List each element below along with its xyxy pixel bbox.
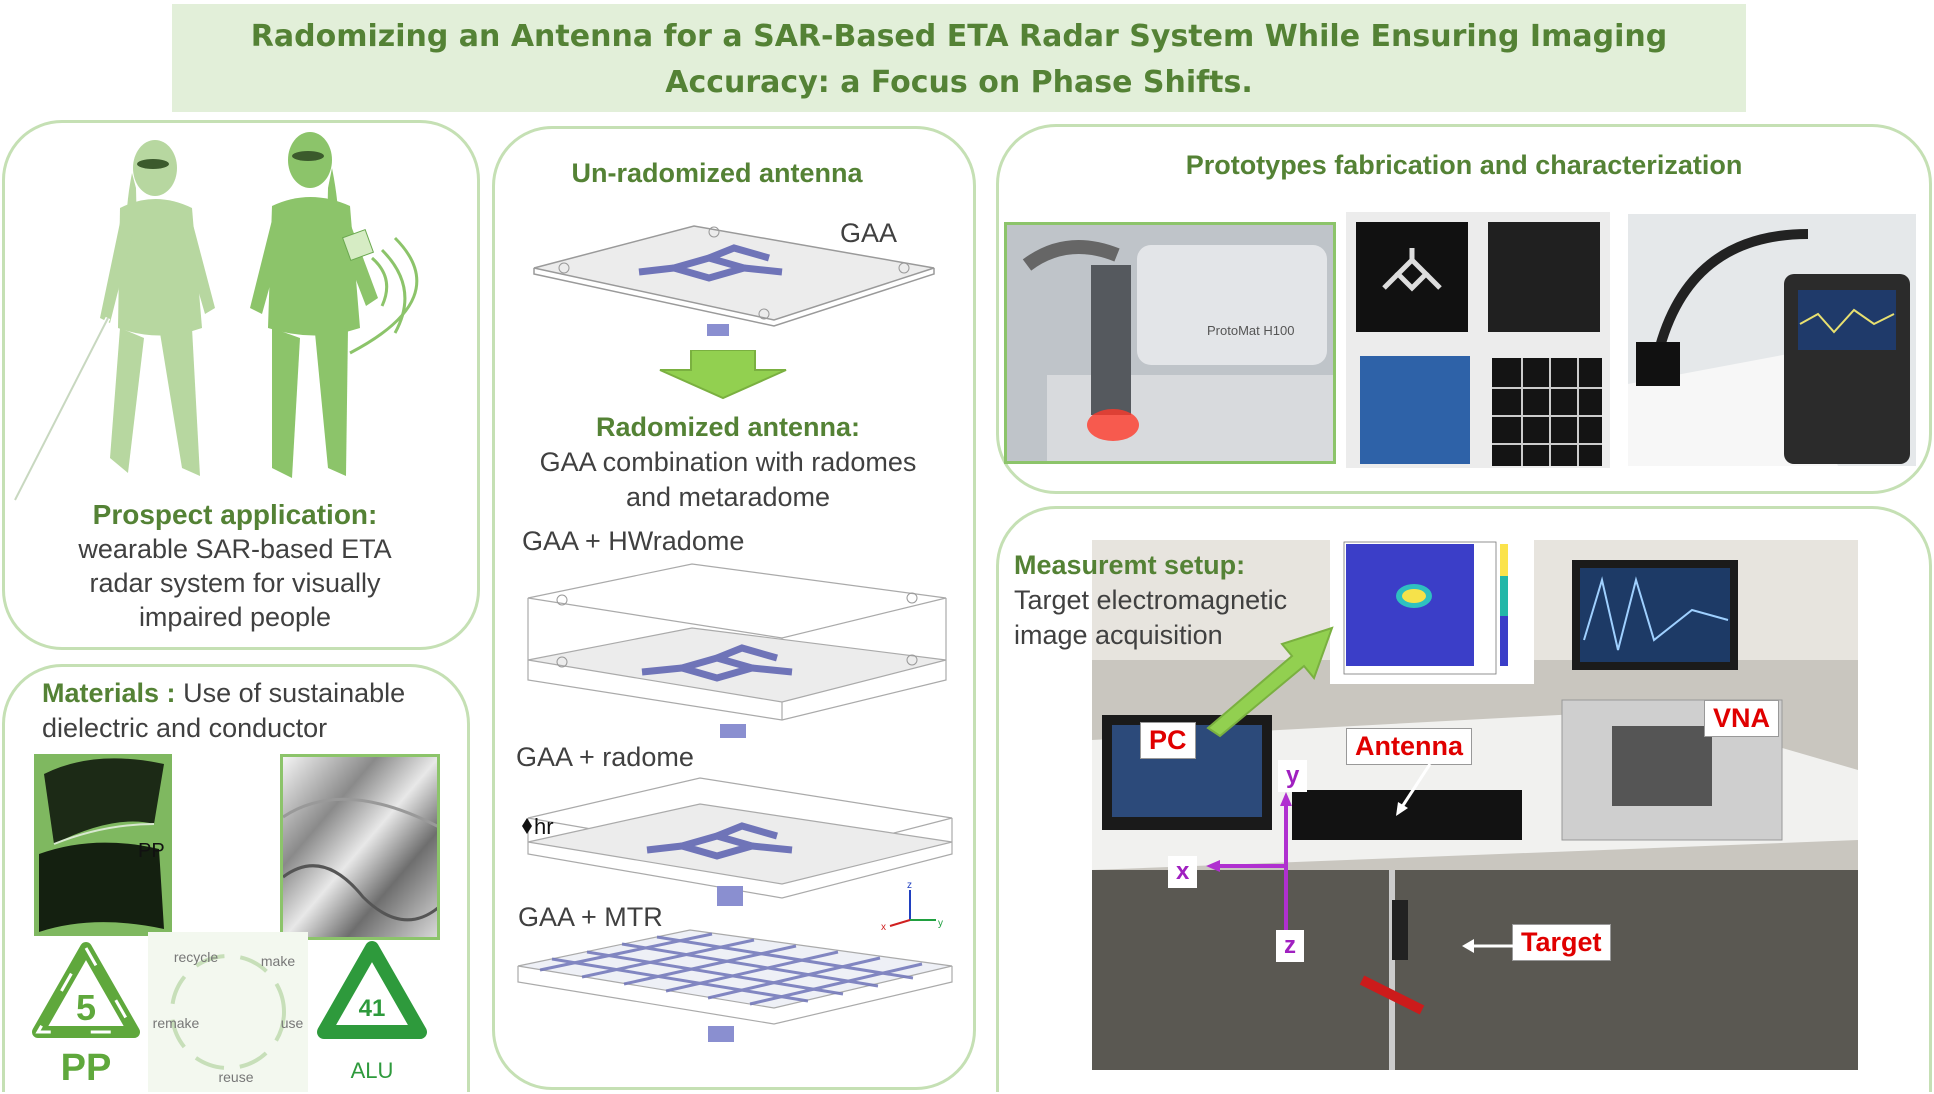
down-arrow xyxy=(659,350,787,400)
alu-symbol-number: 41 xyxy=(359,995,386,1022)
measurement-heading: Measuremt setup: xyxy=(1014,550,1246,580)
materials-line-2: dielectric and conductor xyxy=(42,713,328,743)
pp-symbol-label: PP xyxy=(61,1047,112,1089)
cycle-recycle: recycle xyxy=(174,949,219,965)
axis-z-box: z xyxy=(1276,930,1304,962)
gaa-antenna-diagram xyxy=(533,225,935,336)
materials-heading: Materials : xyxy=(42,678,176,708)
pp-photo-label: PP xyxy=(138,840,165,862)
pp-sheet-photo: PP xyxy=(34,754,172,936)
target-label: Target xyxy=(1512,924,1611,961)
hwradome-diagram xyxy=(527,563,947,738)
materials-text: Materials : Use of sustainable dielectri… xyxy=(42,676,462,746)
antenna-callout-arrow xyxy=(1396,763,1432,816)
mtr-diagram xyxy=(517,929,953,1042)
cycle-use: use xyxy=(281,1015,304,1031)
measurement-line-2: image acquisition xyxy=(1014,620,1223,650)
measurement-text: Measuremt setup: Target electromagnetic … xyxy=(1014,548,1344,653)
wearable-antenna-icon xyxy=(341,228,375,262)
pp-symbol-number: 5 xyxy=(76,987,96,1028)
aluminum-foil-photo xyxy=(280,754,440,940)
title-line-1: Radomizing an Antenna for a SAR-Based ET… xyxy=(250,19,1668,54)
materials-line-1: Use of sustainable xyxy=(175,678,406,708)
machine-brand: ProtoMat H100 xyxy=(1207,323,1294,338)
person-with-cane xyxy=(100,140,215,476)
axis-triad-icon: z y x xyxy=(881,880,943,932)
alu-recycling-symbol: 41 ALU xyxy=(317,941,427,1083)
axis-y-box: y xyxy=(1278,760,1308,792)
vna-handheld-photo xyxy=(1628,214,1916,466)
vna-label: VNA xyxy=(1704,700,1780,737)
cycle-make: make xyxy=(261,953,295,969)
people-illustration xyxy=(12,132,419,502)
prospect-line-1: wearable SAR-based ETA xyxy=(78,534,392,564)
axis-x-box: x xyxy=(1168,856,1198,888)
alu-symbol-label: ALU xyxy=(351,1058,394,1083)
hwradome-label: GAA + HWradome xyxy=(522,526,745,556)
axis-y-label: y xyxy=(938,918,943,929)
prospect-line-2: radar system for visually xyxy=(89,568,381,598)
radome-diagram xyxy=(522,777,953,906)
prospect-panel xyxy=(2,120,480,650)
recycle-cycle-diagram: recycle make use reuse remake xyxy=(148,932,308,1092)
prototypes-heading: Prototypes fabrication and characterizat… xyxy=(1185,150,1743,180)
mtr-label: GAA + MTR xyxy=(518,902,663,932)
prospect-line-3: impaired people xyxy=(138,602,332,632)
prospect-text: Prospect application: wearable SAR-based… xyxy=(30,498,440,634)
gaa-label: GAA xyxy=(840,218,898,248)
em-image-heatmap xyxy=(1330,536,1534,684)
poster-title: Radomizing an Antenna for a SAR-Based ET… xyxy=(172,14,1746,106)
measurement-axes xyxy=(1206,792,1292,944)
hr-label: hr xyxy=(534,814,554,839)
radomized-text: Radomized antenna: GAA combination with … xyxy=(492,410,964,515)
radomized-heading: Radomized antenna: xyxy=(595,412,861,442)
radomized-line-2: and metaradome xyxy=(625,482,831,512)
unradomized-heading: Un-radomized antenna xyxy=(571,158,863,188)
person-with-wearable xyxy=(250,132,378,478)
pc-label: PC xyxy=(1140,722,1196,759)
pp-recycling-symbol: 5 PP xyxy=(32,942,140,1089)
radome-label: GAA + radome xyxy=(516,742,694,772)
axis-x-label: x xyxy=(881,922,886,932)
title-line-2: Accuracy: a Focus on Phase Shifts. xyxy=(665,65,1253,100)
axis-z-label: z xyxy=(907,880,912,891)
cycle-remake: remake xyxy=(153,1015,200,1031)
fabricated-prototypes-photo xyxy=(1346,212,1610,468)
target-callout-arrow xyxy=(1462,939,1518,953)
cycle-reuse: reuse xyxy=(218,1069,253,1085)
radomized-line-1: GAA combination with radomes xyxy=(539,447,917,477)
measurement-line-1: Target electromagnetic xyxy=(1014,585,1288,615)
title-band xyxy=(172,4,1746,112)
prospect-heading: Prospect application: xyxy=(92,499,378,530)
heatmap-pointer-arrow xyxy=(1206,626,1334,738)
milling-machine-photo: ProtoMat H100 xyxy=(1004,222,1336,464)
antenna-callout-label: Antenna xyxy=(1346,728,1472,765)
